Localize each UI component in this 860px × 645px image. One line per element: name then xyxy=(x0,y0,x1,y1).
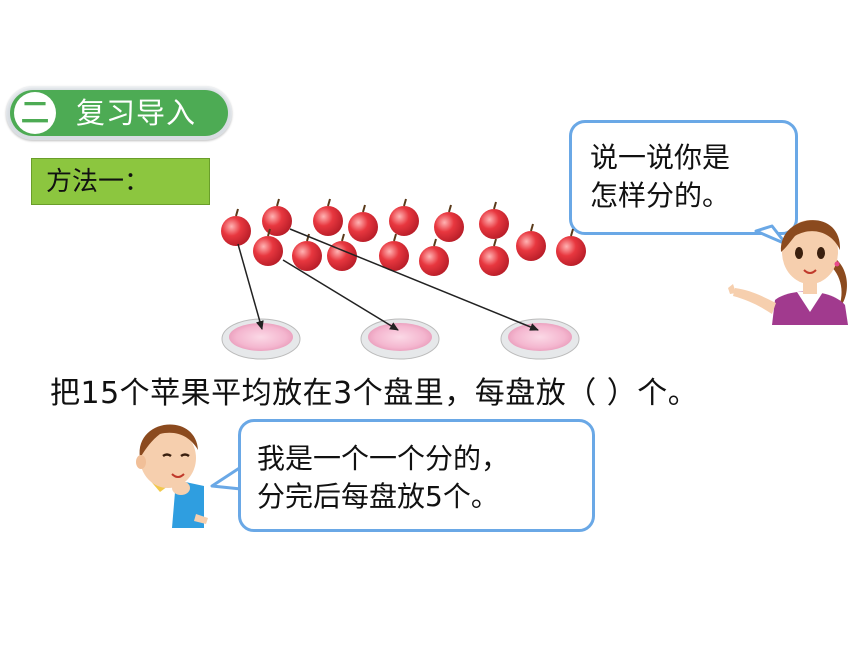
arrow xyxy=(237,243,264,330)
student-bubble-line-2: 分完后每盘放5个。 xyxy=(257,480,499,513)
arrow xyxy=(282,259,399,331)
teacher-bubble-line-2: 怎样分的。 xyxy=(590,179,731,212)
apple xyxy=(262,198,292,236)
apple xyxy=(313,198,343,236)
apple xyxy=(379,233,409,271)
section-title: 复习导入 xyxy=(76,96,197,130)
section-badge: 二 复习导入 xyxy=(6,86,232,140)
plate xyxy=(221,318,301,360)
apple xyxy=(556,228,586,266)
problem-sentence: 把15个苹果平均放在3个盘里，每盘放（ ）个。 xyxy=(50,376,699,411)
plate xyxy=(360,318,440,360)
apple xyxy=(479,238,509,276)
teacher-bubble-tail xyxy=(754,224,788,246)
section-number: 二 xyxy=(14,92,56,134)
apple xyxy=(292,233,322,271)
student-bubble-tail xyxy=(210,465,243,491)
apple xyxy=(479,201,509,239)
method-label: 方法一： xyxy=(31,158,210,205)
apple xyxy=(389,198,419,236)
arrow xyxy=(289,228,539,331)
apple xyxy=(221,208,251,246)
student-character xyxy=(136,424,208,528)
teacher-bubble-line-1: 说一说你是 xyxy=(590,141,731,174)
apple xyxy=(348,204,378,242)
apple xyxy=(327,233,357,271)
plate xyxy=(500,318,580,360)
teacher-speech-bubble: 说一说你是 怎样分的。 xyxy=(569,120,798,235)
section-badge-inner: 二 复习导入 xyxy=(10,90,228,136)
teacher-character xyxy=(728,220,848,325)
apple xyxy=(419,238,449,276)
apple xyxy=(253,228,283,266)
student-speech-bubble: 我是一个一个分的， 分完后每盘放5个。 xyxy=(238,419,595,532)
apple xyxy=(434,204,464,242)
student-bubble-line-1: 我是一个一个分的， xyxy=(257,442,510,475)
apple xyxy=(516,223,546,261)
